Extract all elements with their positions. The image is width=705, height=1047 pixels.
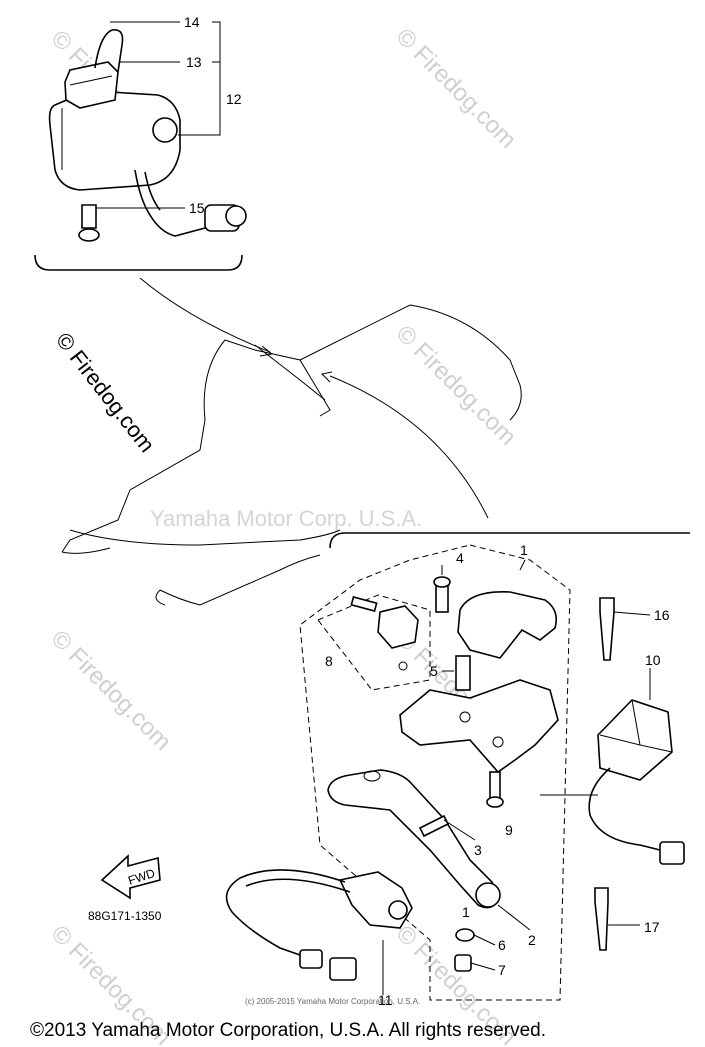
watermark: © Firedog.com [46,625,177,756]
callout-11: 11 [378,992,393,1008]
callout-1: 1 [520,542,528,558]
lever-bracket [399,679,559,774]
fwd-indicator: FWD [100,854,161,900]
inset-bracket [34,254,243,271]
nut-7 [454,954,472,972]
screw-3 [418,814,450,838]
switch-wire-2 [245,878,351,893]
arrow-line-2 [329,375,489,519]
nut-8 [398,661,408,671]
arrow-head-2 [320,371,333,383]
watermark-maker: Yamaha Motor Corp. U.S.A. [150,506,422,531]
callout-6: 6 [498,937,506,953]
dashed-subgroup-8 [317,594,431,691]
screw [81,204,97,229]
wire-plug [299,949,323,969]
callout-5: 5 [430,663,438,679]
lever-ball [475,882,501,908]
cable-tie-16 [599,597,615,661]
callout-8: 8 [325,653,333,669]
callout-14: 14 [184,14,200,30]
housing-boss [152,117,178,143]
windshield-top [224,339,331,417]
callout-17: 17 [644,919,660,935]
hood-line [69,529,341,546]
washer-6 [455,928,475,942]
copyright-notice: ©2013 Yamaha Motor Corporation, U.S.A. A… [30,1020,546,1041]
callout-2: 2 [528,932,536,948]
leader-1 [519,559,526,571]
knob-edge [69,75,113,86]
cable-tie-17 [594,887,609,951]
switch-cable [134,169,206,237]
spacer-5 [455,655,471,691]
inset-switch-assembly: 14 13 12 15 [34,14,247,271]
dash-line [254,344,326,401]
control-module: 10 [540,652,685,865]
lever-pivot [363,770,381,782]
bracket-hole-1 [459,711,471,723]
fine-print: (c) 2005-2015 Yamaha Motor Corporation, … [245,997,420,1006]
callout-7: 7 [498,962,506,978]
callout-9: 9 [505,822,513,838]
dashed-outline [299,544,571,1001]
callout-15: 15 [189,200,205,216]
callout-13: 13 [186,54,202,70]
leader-2 [497,904,531,931]
screw-9-head [486,796,504,808]
leader-6 [473,934,496,946]
callout-10: 10 [645,652,661,668]
lever-assembly: 4 8 5 2 3 9 11 [225,550,559,1008]
callout-3: 3 [474,842,482,858]
cowl-right [299,304,522,421]
cover-block [457,591,558,659]
screw-head [78,228,100,242]
callout-12: 12 [226,91,242,107]
callout-1-lower: 1 [462,904,470,920]
callout-16: 16 [654,607,670,623]
ski-tip [155,589,166,606]
module-wire [588,767,661,851]
wire-loop [94,28,124,73]
leader-16 [613,611,651,616]
ski-left [159,554,321,606]
connector-end [225,205,247,227]
bracket-hole-2 [492,736,504,748]
assembly-outline: 1 [299,542,571,1001]
module-edge-2 [599,734,641,746]
module-connector [659,841,685,865]
screw-8 [350,596,378,612]
leader-12 [178,21,221,136]
watermark: © Firedog.com [391,23,522,154]
cable-ties: 16 17 [594,597,670,951]
leader-3 [443,819,476,841]
watermark-dark: © Firedog.com [51,328,160,457]
switch-wire [225,869,346,956]
fwd-arrow-icon [100,854,161,900]
callout-4: 4 [456,550,464,566]
lever-switch [338,871,413,929]
leader-7 [470,962,496,971]
handlebar-silhouette [61,277,522,606]
bolt-4-head [433,576,451,588]
switch-knob [64,61,119,109]
switch-boss [388,900,408,920]
arrow-line-1 [139,277,271,353]
assembly-bracket [329,532,690,549]
hood-tip [61,547,111,554]
diagram-code: 88G171-1350 [88,909,162,923]
windshield-left [61,339,226,553]
wire-connector [329,957,357,981]
watermark: © Firedog.com [391,320,522,451]
switch-8 [377,605,419,649]
